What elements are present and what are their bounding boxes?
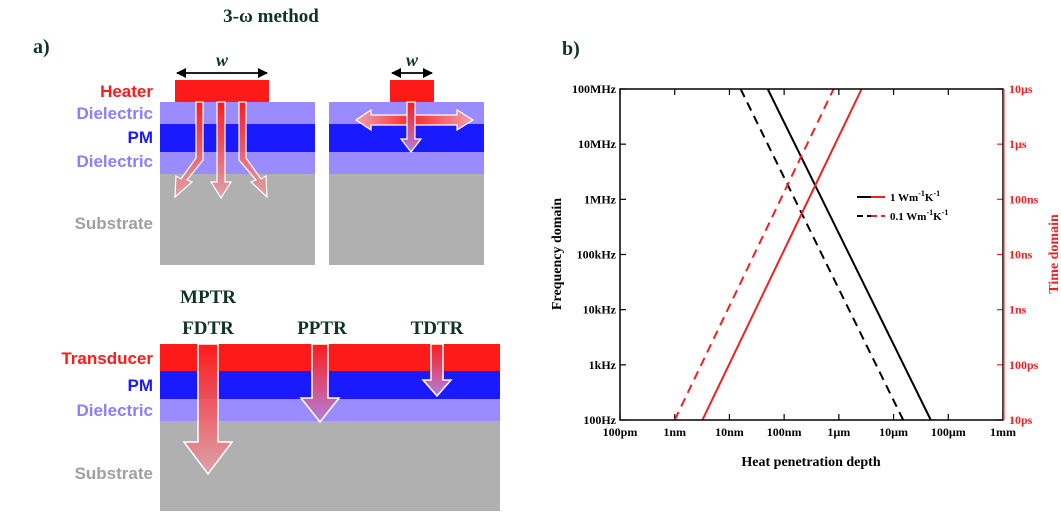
top-left-stack: w (160, 50, 315, 265)
y-tick-label-right: 1ns (1009, 303, 1027, 317)
y-axis-title-right: Time domain (1047, 214, 1061, 294)
x-tick-label: 10nm (715, 425, 744, 439)
panel-a-label: a) (33, 36, 50, 58)
x-tick-label: 100µm (931, 425, 966, 439)
legend-sup: -1 (926, 208, 933, 217)
top-right-stack: w (329, 50, 484, 265)
label-dielectric-2: Dielectric (76, 152, 153, 171)
heat-arrow-lateral-right (414, 108, 475, 132)
plot-frame (619, 88, 1004, 421)
series-line-3 (673, 88, 835, 421)
legend-text-2: K (933, 211, 942, 223)
y-tick-label-right: 1µs (1009, 137, 1027, 151)
legend-label: 1 Wm-1K-1 (890, 189, 940, 204)
y-tick-label-right: 100ps (1009, 358, 1039, 372)
legend-sup: -1 (918, 189, 925, 198)
label-transducer: Transducer (61, 349, 153, 368)
series-line-1 (739, 88, 905, 421)
y-tick-label-right: 10µs (1009, 82, 1033, 96)
x-tick-label: 100nm (767, 425, 802, 439)
label-mptr: MPTR (180, 287, 236, 308)
label-substrate: Substrate (75, 214, 153, 233)
tdtr-arrow (421, 343, 453, 398)
x-tick-label: 1mm (990, 425, 1016, 439)
label-pm-bottom: PM (128, 376, 154, 395)
panel-b-label: b) (562, 38, 580, 60)
label-pm: PM (128, 128, 154, 147)
y-tick-label-left: 1kHz (589, 358, 617, 372)
y-tick-label-left: 100MHz (572, 82, 617, 96)
y-tick-label-left: 1MHz (584, 192, 617, 206)
series-line-2 (701, 88, 863, 421)
heat-arrow-center (209, 101, 233, 200)
y-tick-label-left: 10kHz (583, 303, 617, 317)
series-line-0 (766, 88, 932, 421)
legend-text-2: K (925, 192, 934, 204)
fdtr-arrow (182, 343, 234, 476)
chart-legend: 1 Wm-1K-10.1 Wm-1K-1 (857, 189, 948, 223)
y-axis-title-left: Frequency domain (550, 198, 565, 310)
legend-text: 0.1 Wm (890, 211, 926, 223)
right-axis-line (1003, 89, 1005, 420)
bottom-stack (160, 343, 500, 511)
narrow-width-label: w (406, 50, 419, 70)
panel-a-title: 3-ω method (223, 6, 319, 27)
heat-arrow-down-short (399, 101, 423, 153)
y-tick-label-left: 100Hz (583, 413, 616, 427)
chart: 100pm 1nm 10nm 100nm 1µm 10µm 100µm 1mm 100Hz 1kH… (550, 82, 1061, 470)
x-tick-label: 100pm (603, 425, 638, 439)
y-tick-label-right: 10ns (1009, 248, 1033, 262)
y-tick-label-left: 10MHz (578, 137, 617, 151)
label-dielectric-1: Dielectric (76, 104, 153, 123)
label-substrate-bottom: Substrate (75, 464, 153, 483)
narrow-heater-strip (390, 80, 434, 102)
legend-sup-2: -1 (933, 189, 940, 198)
label-heater: Heater (100, 82, 153, 101)
x-tick-label: 1nm (663, 425, 686, 439)
substrate-layer (160, 174, 315, 265)
dielectric-layer-top (160, 102, 315, 124)
heat-arrow-left (174, 101, 204, 199)
legend-sup-2: -1 (942, 208, 949, 217)
y-tick-label-right: 10ps (1009, 413, 1033, 427)
heat-arrow-right (238, 101, 268, 199)
label-tdtr: TDTR (411, 318, 464, 339)
dielectric-layer-bottom (160, 152, 315, 174)
pm-layer (160, 124, 315, 152)
legend-text: 1 Wm (890, 192, 918, 204)
x-tick-label: 10µm (879, 425, 908, 439)
label-fdtr: FDTR (182, 318, 234, 339)
chart-ticks: 100pm 1nm 10nm 100nm 1µm 10µm 100µm 1mm 100Hz 1kH… (572, 82, 1039, 439)
chart-series (673, 88, 932, 421)
legend-label: 0.1 Wm-1K-1 (890, 208, 948, 223)
heater-strip (175, 80, 269, 102)
y-tick-label-left: 100kHz (577, 248, 617, 262)
y-tick-label-right: 100ns (1009, 192, 1039, 206)
label-dielectric-bottom: Dielectric (76, 401, 153, 420)
x-axis-title: Heat penetration depth (741, 455, 880, 470)
width-label: w (216, 50, 229, 70)
label-pptr: PPTR (297, 318, 347, 339)
heat-arrow-lateral-left (354, 108, 410, 132)
x-tick-label: 1µm (827, 425, 850, 439)
pptr-arrow (299, 343, 341, 424)
